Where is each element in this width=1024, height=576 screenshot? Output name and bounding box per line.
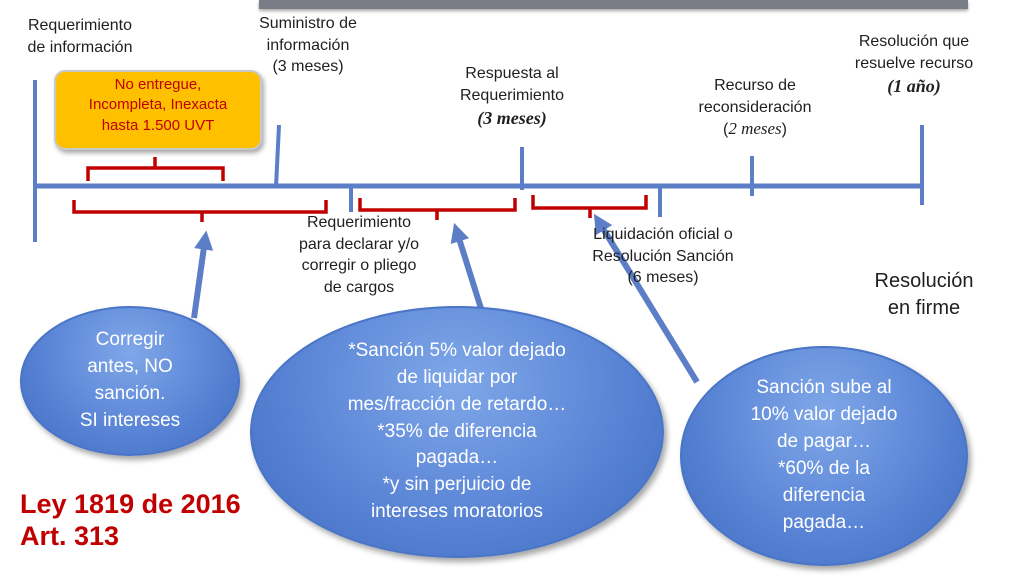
arrow-to-respuesta	[450, 222, 487, 319]
label-requerimiento-informacion: Requerimiento de información	[27, 17, 133, 56]
tick-suministro	[274, 124, 281, 188]
top-decorative-bar	[259, 0, 968, 9]
bubble-sancion-5: *Sanción 5% valor dejado de liquidar por…	[250, 306, 664, 558]
bracket-liquidacion	[531, 195, 648, 218]
bracket-respuesta	[358, 198, 517, 220]
label-recurso: Recurso de reconsideración (2 meses)	[698, 77, 812, 139]
bracket-suministro	[72, 200, 328, 222]
label-resolucion-firme: Resolución en firme	[874, 270, 974, 319]
label-liquidacion: Liquidación oficial o Resolución Sanción…	[592, 226, 734, 287]
label-requerimiento-declarar: Requerimiento para declarar y/o corregir…	[298, 214, 420, 296]
arrow-to-liquidacion	[593, 213, 700, 384]
label-suministro: Suministro de información (3 meses)	[259, 15, 357, 76]
arrow-to-suministro	[191, 230, 214, 319]
bubble-corregir-antes: Corregir antes, NO sanción. SI intereses	[20, 306, 240, 456]
label-respuesta: Respuesta al Requerimiento (3 meses)	[459, 65, 565, 129]
law-reference: Ley 1819 de 2016 Art. 313	[20, 489, 241, 552]
bracket-orange-box	[86, 157, 225, 181]
label-resolucion-recurso: Resolución que resuelve recurso (1 año)	[854, 33, 974, 97]
orange-box-no-entregue: No entregue, Incompleta, Inexacta hasta …	[54, 70, 262, 150]
bubble-sancion-10: Sanción sube al 10% valor dejado de paga…	[680, 346, 968, 566]
